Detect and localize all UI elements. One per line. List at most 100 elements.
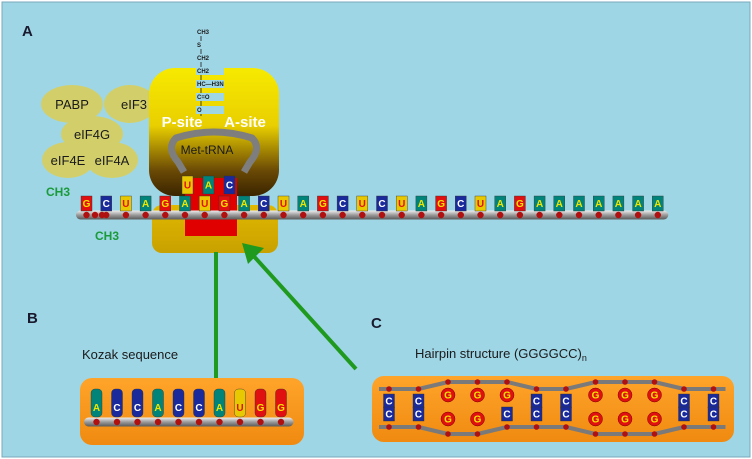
chem-group-bg bbox=[196, 41, 224, 49]
hairpin-top-base bbox=[440, 387, 456, 403]
mrna-base-label: A bbox=[418, 199, 425, 210]
hairpin-bottom-base-label: G bbox=[474, 415, 482, 426]
mrna-base-label: G bbox=[319, 199, 327, 210]
hairpin-top-base-label: C bbox=[680, 397, 687, 408]
hairpin-phosphate bbox=[651, 431, 658, 437]
hairpin-bottom-base-label: G bbox=[651, 415, 659, 426]
panel-label-a: A bbox=[22, 23, 33, 40]
kozak-base bbox=[254, 388, 267, 418]
hairpin-top-base-label: G bbox=[592, 391, 600, 402]
anticodon-base-label: C bbox=[226, 181, 233, 192]
mrna-phosphate bbox=[162, 211, 169, 219]
hairpin-phosphate bbox=[651, 379, 658, 385]
mrna-base bbox=[514, 195, 526, 212]
mrna-phosphate bbox=[83, 211, 90, 219]
kozak-base bbox=[90, 388, 103, 418]
hairpin-phosphate bbox=[533, 424, 540, 430]
mrna-phosphate bbox=[201, 211, 208, 219]
kozak-phosphate bbox=[113, 418, 121, 426]
kozak-phosphate bbox=[154, 418, 162, 426]
eif4g-label: eIF4G bbox=[74, 127, 110, 142]
hairpin-phosphate bbox=[710, 424, 717, 430]
hairpin-phosphate bbox=[681, 386, 687, 392]
hairpin-bottom-base bbox=[412, 406, 425, 422]
hairpin-phosphate bbox=[386, 386, 392, 392]
hairpin-top-base bbox=[499, 387, 515, 403]
hairpin-bottom-base-label: C bbox=[562, 410, 569, 421]
hairpin-phosphate bbox=[504, 379, 510, 385]
mrna-phosphate bbox=[221, 211, 228, 219]
mrna-base bbox=[533, 195, 546, 212]
chem-group: CH2 bbox=[197, 69, 210, 75]
anticodon-base-label: A bbox=[205, 181, 212, 192]
mrna-base-label: G bbox=[221, 199, 229, 210]
chem-group-bg bbox=[196, 80, 224, 88]
mrna-base bbox=[198, 195, 211, 212]
kozak-base bbox=[193, 388, 205, 418]
hairpin-phosphate bbox=[563, 424, 569, 430]
hairpin-phosphate bbox=[681, 424, 687, 430]
mrna-base bbox=[435, 195, 447, 212]
mrna-base bbox=[573, 195, 585, 212]
hairpin-phosphate bbox=[415, 424, 422, 430]
mrna-base bbox=[553, 195, 565, 212]
p-site-label: P-site bbox=[162, 114, 203, 131]
hairpin-top-base-label: G bbox=[651, 391, 659, 402]
initiation-factors: PABP eIF3 eIF4G eIF4E eIF4A bbox=[41, 85, 156, 178]
mrna-base bbox=[120, 195, 132, 212]
mrna-base-label: C bbox=[260, 199, 267, 210]
hairpin-bottom-base bbox=[647, 411, 662, 427]
chem-group: S bbox=[197, 43, 201, 49]
hairpin-top-backbone bbox=[379, 380, 726, 391]
hairpin-bottom-base bbox=[617, 411, 633, 427]
hairpin-phosphate bbox=[474, 379, 481, 385]
mrna-base bbox=[356, 195, 368, 212]
mrna-base-label: C bbox=[339, 199, 346, 210]
kozak-base bbox=[152, 388, 164, 418]
hairpin-top-base-label: G bbox=[621, 391, 629, 402]
hairpin-top-base-label: G bbox=[444, 391, 452, 402]
mrna-base bbox=[179, 195, 191, 212]
mrna-phosphate bbox=[575, 211, 583, 219]
kozak-base bbox=[234, 388, 246, 418]
mrna-base bbox=[277, 195, 290, 212]
kozak-base bbox=[275, 388, 287, 418]
mrna-phosphate bbox=[457, 211, 464, 219]
mrna-base-label: C bbox=[457, 199, 464, 210]
mrna-phosphate bbox=[595, 211, 602, 219]
hairpin-phosphate bbox=[445, 379, 451, 385]
mrna-base-label: U bbox=[477, 199, 484, 210]
mrna-base bbox=[100, 195, 112, 212]
mrna-base-label: A bbox=[634, 199, 641, 210]
mrna-base-label: A bbox=[497, 199, 504, 210]
mrna-phosphate bbox=[280, 211, 287, 219]
mrna-phosphate bbox=[359, 211, 366, 219]
mrna-phosphate bbox=[300, 211, 307, 219]
mrna-phosphate bbox=[319, 211, 327, 219]
mrna-base bbox=[415, 195, 428, 212]
chem-group-bg bbox=[196, 93, 224, 101]
hairpin-bottom-base bbox=[678, 406, 690, 422]
mrna-phosphate bbox=[240, 211, 248, 219]
mrna-base bbox=[297, 195, 309, 212]
eif4e-label: eIF4E bbox=[51, 153, 86, 168]
hairpin-phosphate bbox=[563, 386, 569, 392]
mrna-base-label: G bbox=[83, 199, 91, 210]
hairpin-bottom-base-label: C bbox=[710, 410, 717, 421]
mrna-base bbox=[455, 195, 467, 212]
mrna-base bbox=[139, 195, 152, 212]
pabp-ellipse bbox=[41, 85, 103, 123]
mrna-base-label: U bbox=[398, 199, 405, 210]
hairpin-top-base-label: C bbox=[710, 397, 717, 408]
kozak-base-label: C bbox=[195, 403, 202, 414]
anticodon-base-label: U bbox=[184, 181, 191, 192]
hairpin-phosphate bbox=[474, 431, 481, 437]
kozak-base-label: U bbox=[236, 403, 243, 414]
hairpin-bottom-base-label: G bbox=[621, 415, 629, 426]
hairpin-top-base-label: C bbox=[562, 397, 569, 408]
kozak-base bbox=[111, 388, 123, 418]
mrna-base bbox=[218, 195, 231, 212]
hairpin-phosphate bbox=[622, 379, 628, 385]
hairpin-bottom-backbone bbox=[379, 425, 726, 436]
